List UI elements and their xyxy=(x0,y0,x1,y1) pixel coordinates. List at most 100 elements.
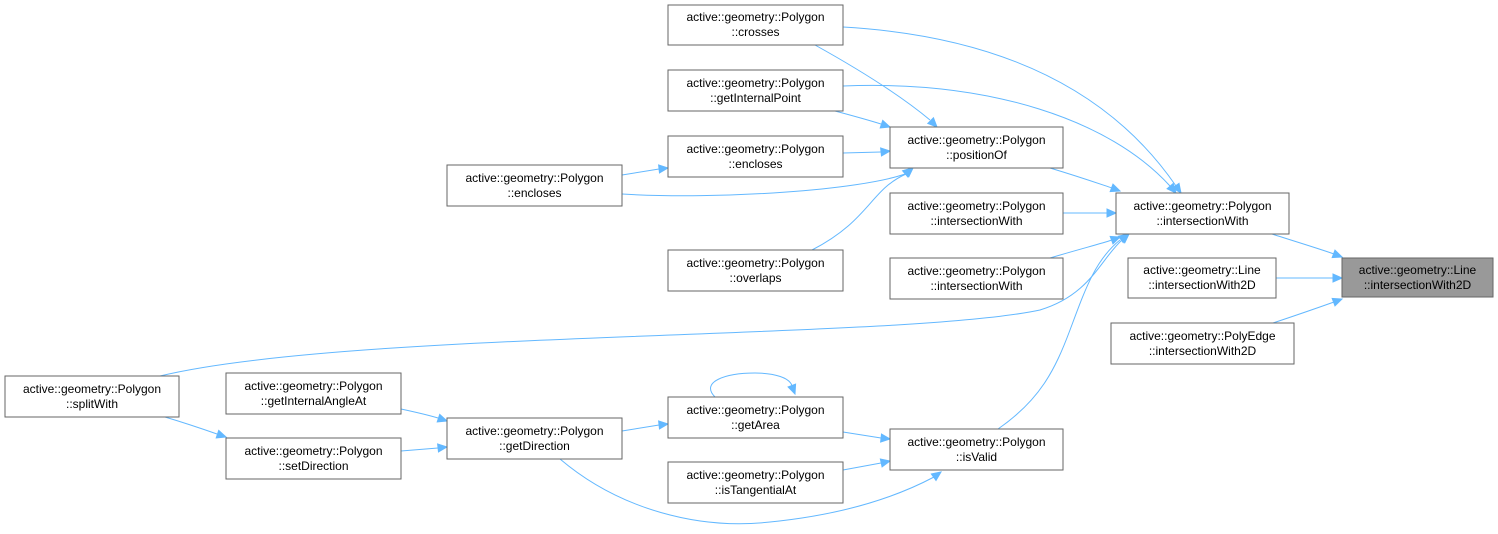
node-polygon-encloses-b[interactable]: active::geometry::Polygon ::encloses xyxy=(446,164,623,207)
edge-line xyxy=(621,173,906,197)
node-polygon-isvalid[interactable]: active::geometry::Polygon ::isValid xyxy=(889,428,1064,471)
edge-line xyxy=(842,462,882,471)
node-label-line2: ::crosses xyxy=(731,25,779,39)
edge-encl1-to-posOf xyxy=(842,147,892,157)
node-label-line1: active::geometry::Polygon xyxy=(686,76,824,90)
node-label-line1: active::geometry::Polygon xyxy=(907,133,1045,147)
edge-line xyxy=(400,447,439,452)
node-line-intersectionwith2d-root[interactable]: active::geometry::Line ::intersectionWit… xyxy=(1341,257,1494,298)
node-polygon-getarea[interactable]: active::geometry::Polygon ::getArea xyxy=(667,396,844,439)
edges-layer xyxy=(159,26,1344,525)
edge-getDir-to-getArea xyxy=(621,420,670,432)
node-polygon-getdirection[interactable]: active::geometry::Polygon ::getDirection xyxy=(446,417,623,460)
edge-split-to-setDir xyxy=(164,416,228,439)
edge-lnIw-to-root xyxy=(1276,273,1344,283)
node-label-line2: ::getInternalAngleAt xyxy=(261,394,367,408)
nodes-layer: active::geometry::Line ::intersectionWit… xyxy=(4,4,1494,504)
node-label-line2: ::getArea xyxy=(731,418,780,432)
edge-arrowhead xyxy=(1109,235,1122,245)
node-line-intersectionwith2d[interactable]: active::geometry::Line ::intersectionWit… xyxy=(1127,257,1277,299)
node-label-line2: ::intersectionWith xyxy=(930,214,1022,228)
node-label-line2: ::intersectionWith2D xyxy=(1364,278,1472,292)
node-polygon-positionof[interactable]: active::geometry::Polygon ::positionOf xyxy=(889,126,1064,169)
edge-arrowhead xyxy=(436,413,449,423)
node-polygon-intersectionwith-c[interactable]: active::geometry::Polygon ::intersection… xyxy=(889,257,1064,300)
edge-isTan-to-isVal xyxy=(842,458,892,471)
edge-arrowhead xyxy=(880,147,892,157)
edge-line xyxy=(842,26,1177,187)
node-label-line2: ::intersectionWith2D xyxy=(1148,278,1256,292)
node-label-line2: ::encloses xyxy=(728,157,782,171)
node-label-line2: ::intersectionWith xyxy=(930,279,1022,293)
edge-isVal-to-pgIw xyxy=(997,233,1129,430)
edge-line xyxy=(621,168,660,176)
edge-iw2-to-pgIw xyxy=(1063,208,1118,218)
edge-arrowhead xyxy=(879,458,892,468)
edge-arrowhead xyxy=(215,429,228,439)
node-label-line1: active::geometry::Line xyxy=(1359,263,1477,277)
edge-line xyxy=(1049,167,1113,189)
node-polygon-encloses-a[interactable]: active::geometry::Polygon ::encloses xyxy=(667,135,844,178)
edge-getDir-to-isVal xyxy=(559,458,943,525)
edge-line xyxy=(842,84,1171,187)
node-polygon-intersectionwith-b[interactable]: active::geometry::Polygon ::intersection… xyxy=(889,192,1064,235)
edge-pgIw-to-root xyxy=(1271,233,1344,259)
node-polygon-splitwith[interactable]: active::geometry::Polygon ::splitWith xyxy=(4,375,180,418)
node-label-line2: ::overlaps xyxy=(729,271,781,285)
node-label-line2: ::encloses xyxy=(507,186,561,200)
node-label-line2: ::intersectionWith2D xyxy=(1149,344,1257,358)
edge-cross-to-pgIw xyxy=(842,26,1182,195)
node-label-line1: active::geometry::Polygon xyxy=(686,142,824,156)
node-polygon-overlaps[interactable]: active::geometry::Polygon ::overlaps xyxy=(667,249,844,292)
edge-arrowhead xyxy=(787,383,797,396)
edge-arrowhead xyxy=(926,116,938,128)
edge-arrowhead xyxy=(880,433,892,443)
edge-arrowhead xyxy=(930,471,943,482)
node-label-line1: active::geometry::Polygon xyxy=(686,10,824,24)
edge-line xyxy=(1272,301,1335,324)
node-label-line1: active::geometry::Polygon xyxy=(1133,199,1271,213)
node-label-line1: active::geometry::Polygon xyxy=(465,424,603,438)
node-label-line2: ::getDirection xyxy=(499,439,570,453)
edge-line xyxy=(834,110,882,125)
edge-line xyxy=(559,458,935,525)
node-label-line1: active::geometry::Polygon xyxy=(686,403,824,417)
node-label-line1: active::geometry::Polygon xyxy=(686,468,824,482)
edge-gip-to-posOf xyxy=(834,110,892,129)
edge-cross-to-posOf xyxy=(814,44,938,128)
edge-posOf-to-pgIw xyxy=(1049,167,1122,193)
edge-line xyxy=(842,431,882,439)
edge-encl2-to-encl1 xyxy=(621,164,670,176)
edge-arrowhead xyxy=(879,119,892,129)
node-polygon-intersectionwith-main[interactable]: active::geometry::Polygon ::intersection… xyxy=(1115,192,1290,235)
node-polygon-getinternalangleat[interactable]: active::geometry::Polygon ::getInternalA… xyxy=(225,372,402,415)
edge-line xyxy=(1271,233,1335,255)
edge-line xyxy=(710,372,793,398)
edge-arrowhead xyxy=(1106,208,1118,218)
edge-arrowhead xyxy=(1109,183,1122,193)
edge-split-to-pgIw xyxy=(159,233,1130,377)
edge-getArea-to-getArea xyxy=(710,372,797,398)
node-polygon-setdirection[interactable]: active::geometry::Polygon ::setDirection xyxy=(225,437,402,480)
edge-arrowhead xyxy=(1331,297,1344,307)
node-label-line1: active::geometry::Polygon xyxy=(23,382,161,396)
node-polygon-crosses[interactable]: active::geometry::Polygon ::crosses xyxy=(667,4,844,46)
edge-giaa-to-getDir xyxy=(400,408,449,423)
edge-arrowhead xyxy=(437,443,449,453)
node-label-line2: ::isValid xyxy=(956,450,997,464)
edge-line xyxy=(811,173,907,251)
node-polygon-istangentialat[interactable]: active::geometry::Polygon ::isTangential… xyxy=(667,461,844,504)
edge-arrowhead xyxy=(1332,273,1344,283)
node-polyedge-intersectionwith2d[interactable]: active::geometry::PolyEdge ::intersectio… xyxy=(1110,322,1295,365)
node-label-line2: ::splitWith xyxy=(66,397,118,411)
node-label-line2: ::isTangentialAt xyxy=(715,483,797,497)
edge-getArea-to-isVal xyxy=(842,431,892,443)
edge-line xyxy=(164,416,218,435)
edge-line xyxy=(621,424,660,432)
edge-arrowhead xyxy=(1117,233,1129,244)
node-label-line1: active::geometry::Polygon xyxy=(907,435,1045,449)
node-polygon-getinternalpoint[interactable]: active::geometry::Polygon ::getInternalP… xyxy=(667,69,844,112)
node-label-line2: ::intersectionWith xyxy=(1156,214,1248,228)
node-label-line1: active::geometry::Polygon xyxy=(465,171,603,185)
edge-line xyxy=(842,151,882,154)
